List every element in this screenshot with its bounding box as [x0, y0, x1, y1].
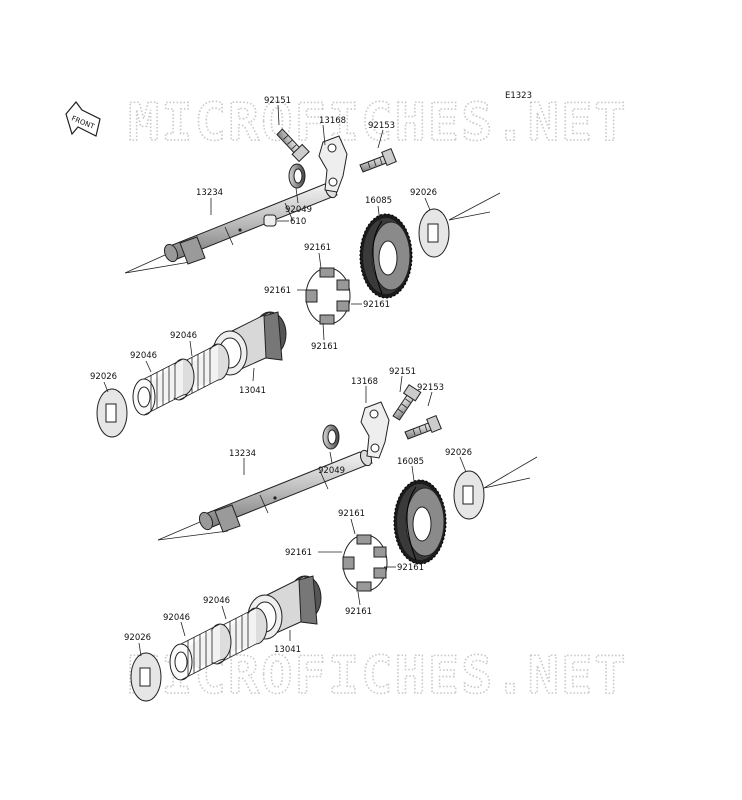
label-b-13168: 13168: [351, 377, 378, 387]
label-a-16085: 16085: [365, 196, 392, 206]
label-a-92151: 92151: [264, 96, 291, 106]
watermark-top: MICROFICHES.NET: [128, 93, 628, 153]
label-a-13168: 13168: [319, 116, 346, 126]
label-a-92161-bottom: 92161: [311, 342, 338, 352]
label-a-13234: 13234: [196, 188, 223, 198]
damper-92161-top: [305, 267, 351, 325]
label-a-92046-low: 92046: [130, 351, 157, 361]
label-b-92049: 92049: [318, 466, 345, 476]
washer-92026-top-left: [96, 388, 128, 438]
label-a-92161-top: 92161: [304, 243, 331, 253]
label-b-16085: 16085: [397, 457, 424, 467]
label-b-92151: 92151: [389, 367, 416, 377]
label-a-92026-left: 92026: [90, 372, 117, 382]
label-a-92161-right: 92161: [363, 300, 390, 310]
label-b-92161-bottom: 92161: [345, 607, 372, 617]
label-a-92026-right: 92026: [410, 188, 437, 198]
label-b-92046-high: 92046: [203, 596, 230, 606]
diagram-code: E1323: [505, 91, 532, 101]
label-b-13234: 13234: [229, 449, 256, 459]
gear-16085-top: [359, 213, 413, 299]
washer-92026-top-right: [418, 208, 450, 258]
label-b-92153: 92153: [417, 383, 444, 393]
label-b-92026-left: 92026: [124, 633, 151, 643]
washer-92026-bottom-left: [130, 652, 162, 702]
oil-seal-92049-bottom: [322, 424, 340, 450]
label-a-13041: 13041: [239, 386, 266, 396]
front-arrow-icon: FRONT: [65, 101, 101, 137]
damper-92161-bottom: [342, 534, 388, 592]
label-a-92153: 92153: [368, 121, 395, 131]
needle-bearing-92046-top-b: [132, 358, 195, 416]
label-a-92049: 92049: [285, 205, 312, 215]
label-a-92161-left: 92161: [264, 286, 291, 296]
label-b-92161-top: 92161: [338, 509, 365, 519]
label-a-92046-high: 92046: [170, 331, 197, 341]
gear-16085-bottom: [393, 479, 447, 565]
label-b-92161-right: 92161: [397, 563, 424, 573]
washer-92026-bottom-right: [453, 470, 485, 520]
oil-seal-92049-top: [288, 163, 306, 189]
label-b-92161-left: 92161: [285, 548, 312, 558]
label-b-92026-right: 92026: [445, 448, 472, 458]
label-a-610: 610: [290, 217, 306, 227]
shaft-13234-bottom: [196, 448, 375, 533]
bolt-92153-bottom: [404, 415, 442, 440]
lever-13168-top: [318, 135, 348, 193]
label-b-92046-low: 92046: [163, 613, 190, 623]
lever-13168-bottom: [360, 401, 390, 459]
label-b-13041: 13041: [274, 645, 301, 655]
pin-610: [263, 214, 277, 227]
